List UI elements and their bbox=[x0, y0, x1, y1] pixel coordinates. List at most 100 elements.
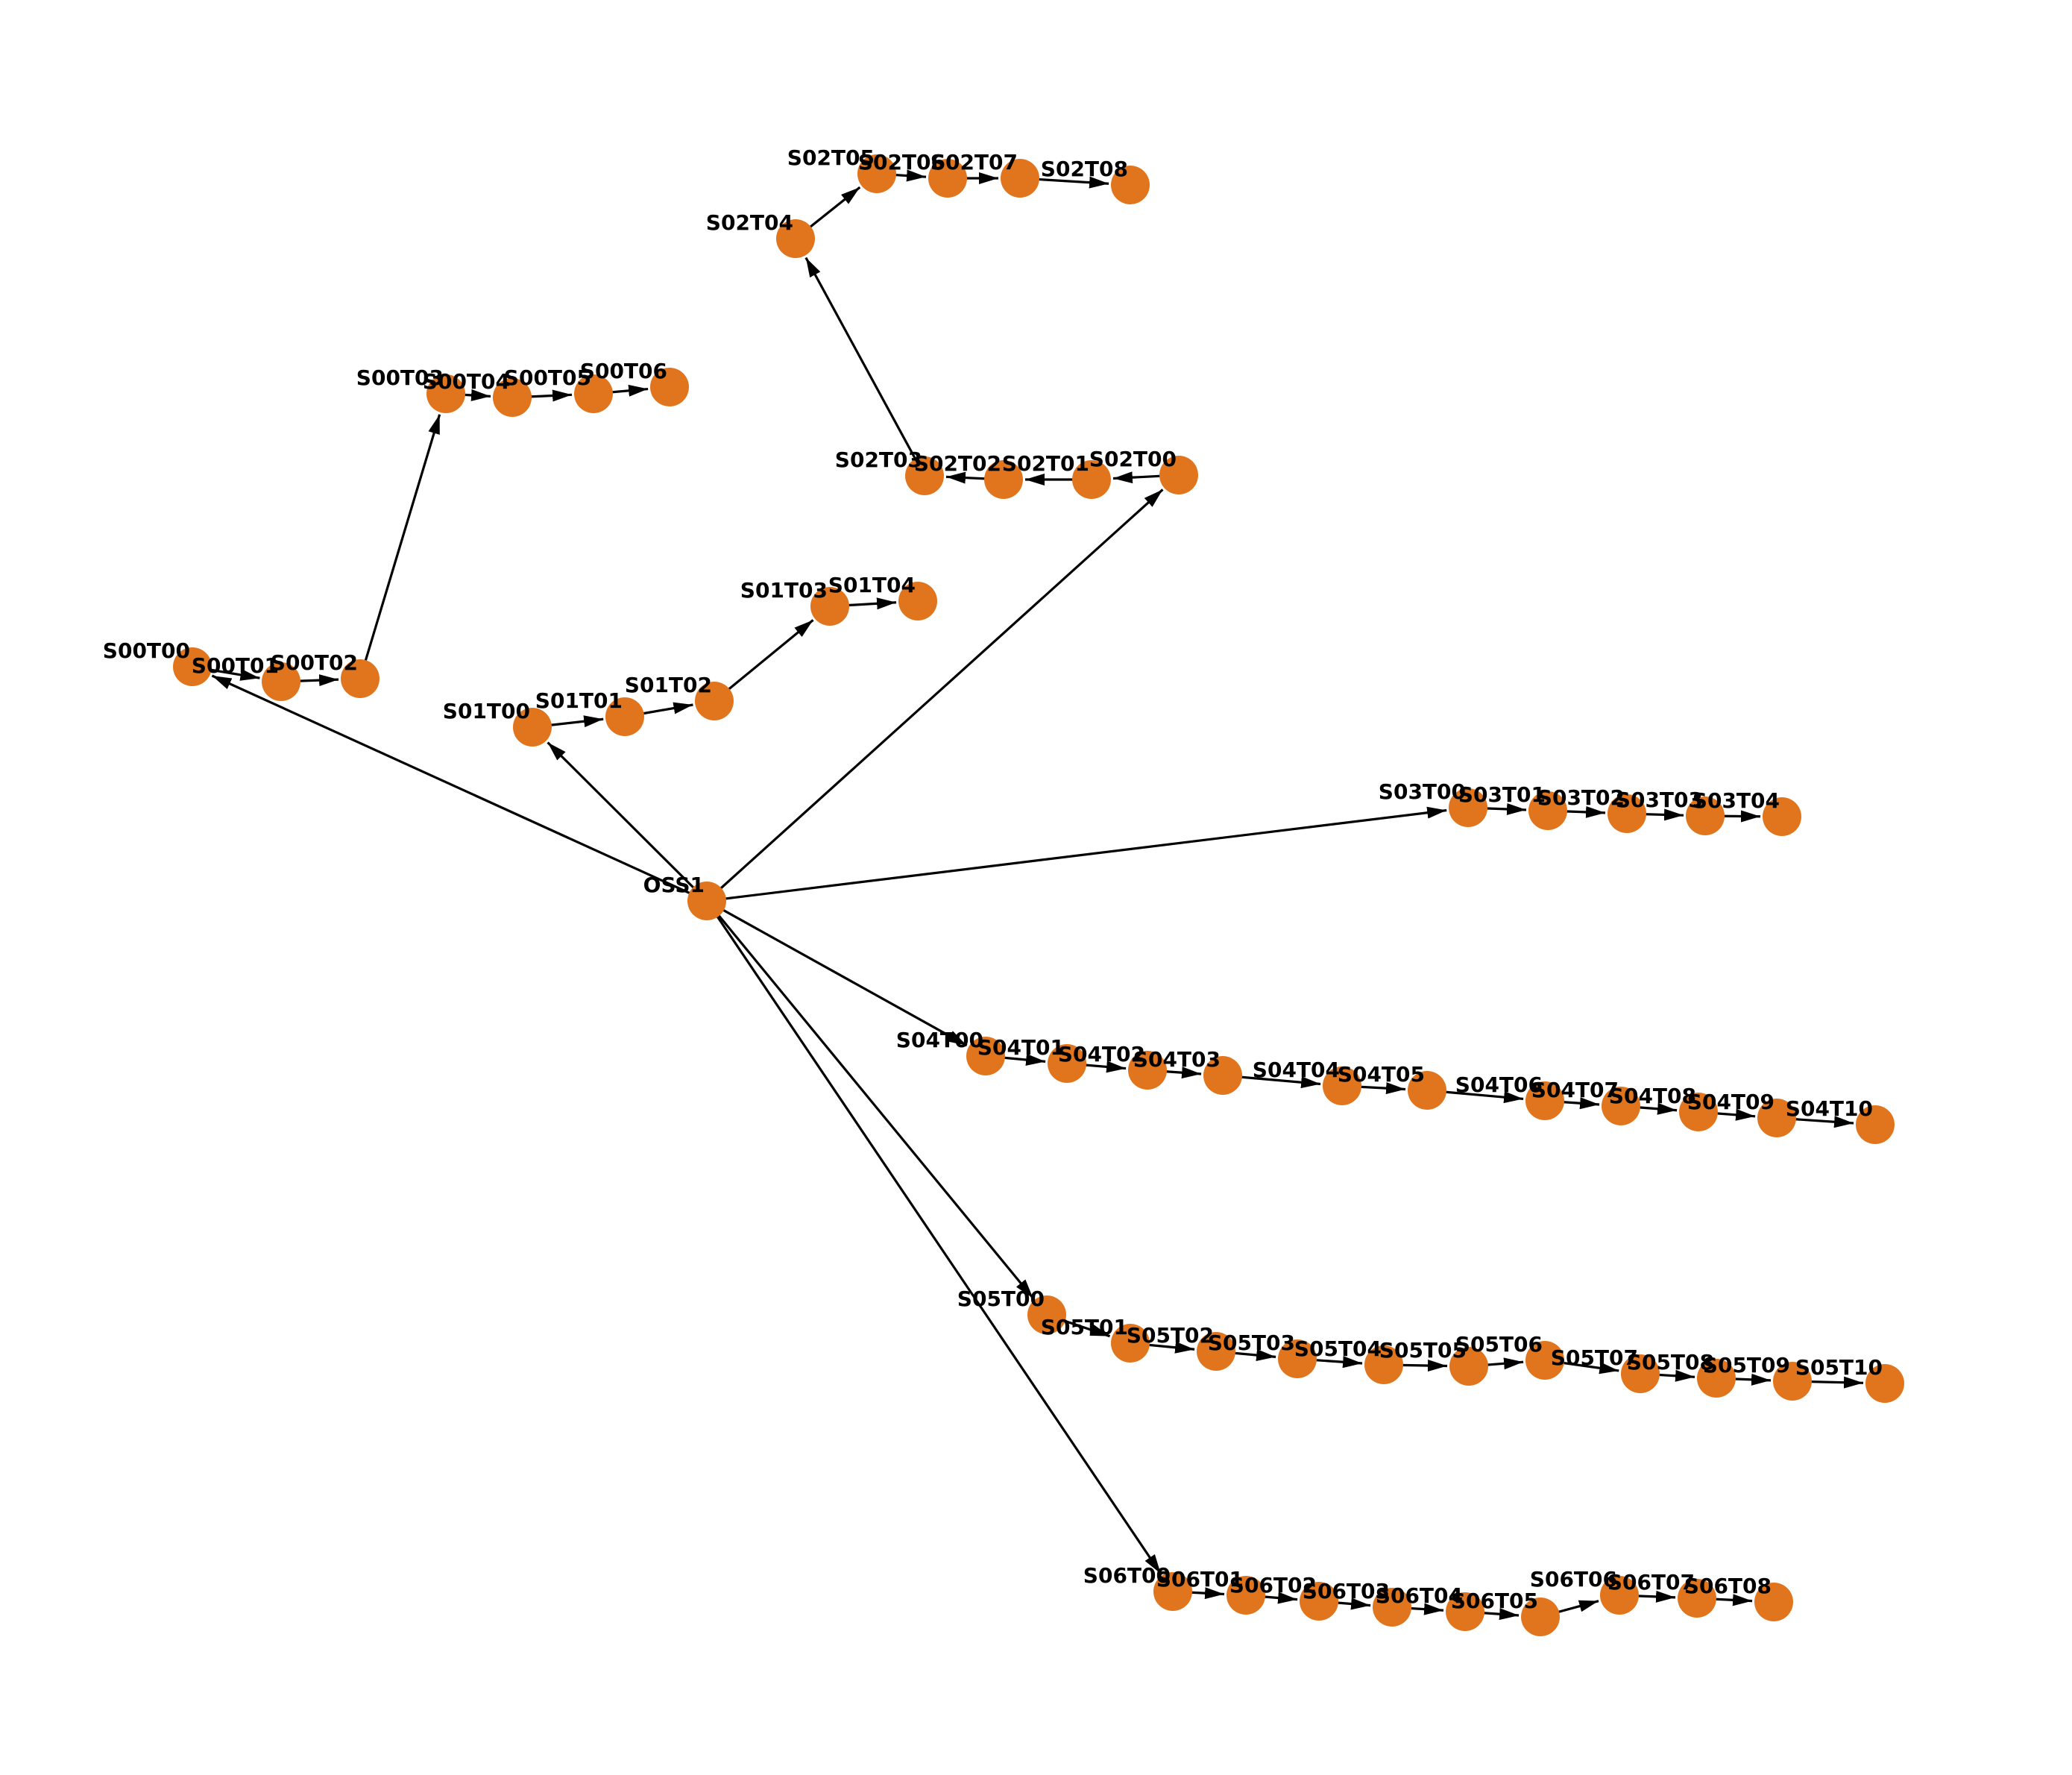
node-label-S05T01: S05T01 bbox=[1041, 1315, 1128, 1339]
node-S02T00 bbox=[1159, 456, 1198, 494]
node-label-S00T04: S00T04 bbox=[423, 369, 510, 394]
node-S03T02 bbox=[1607, 794, 1646, 833]
node-S02T07 bbox=[1001, 159, 1039, 198]
node-label-S05T06: S05T06 bbox=[1455, 1332, 1543, 1357]
node-label-S02T02: S02T02 bbox=[914, 451, 1001, 476]
node-label-S02T05: S02T05 bbox=[787, 145, 875, 170]
edge-OSS1-to-S06T00 bbox=[705, 900, 1162, 1574]
node-S06T02 bbox=[1300, 1582, 1338, 1621]
node-label-S00T06: S00T06 bbox=[580, 359, 667, 383]
node-S00T00 bbox=[173, 647, 212, 686]
node-S06T07 bbox=[1678, 1579, 1716, 1618]
node-S02T05 bbox=[857, 154, 896, 193]
node-label-S02T07: S02T07 bbox=[930, 150, 1018, 175]
node-label-S03T02: S03T02 bbox=[1537, 785, 1625, 810]
node-S05T04 bbox=[1364, 1345, 1403, 1384]
edge-OSS1-to-S01T00 bbox=[547, 741, 708, 902]
node-S04T08 bbox=[1679, 1093, 1718, 1131]
node-label-S03T03: S03T03 bbox=[1616, 788, 1703, 812]
node-label-S03T01: S03T01 bbox=[1458, 782, 1546, 807]
node-label-S02T08: S02T08 bbox=[1041, 157, 1128, 181]
node-S05T07 bbox=[1621, 1354, 1660, 1393]
node-S04T09 bbox=[1757, 1099, 1796, 1137]
node-S02T01 bbox=[1072, 460, 1111, 499]
node-S05T00 bbox=[1027, 1295, 1066, 1334]
node-label-S04T00: S04T00 bbox=[896, 1028, 983, 1052]
node-label-S04T04: S04T04 bbox=[1253, 1058, 1340, 1082]
node-S00T04 bbox=[493, 378, 532, 417]
node-label-S06T07: S06T07 bbox=[1607, 1570, 1695, 1595]
node-S05T03 bbox=[1278, 1339, 1317, 1378]
node-S02T04 bbox=[776, 219, 815, 258]
node-S00T06 bbox=[650, 368, 689, 406]
node-S02T02 bbox=[984, 460, 1023, 499]
node-label-S03T00: S03T00 bbox=[1379, 779, 1466, 804]
node-label-S05T02: S05T02 bbox=[1127, 1323, 1214, 1348]
node-S02T06 bbox=[928, 159, 967, 198]
edge-OSS1-to-S05T00 bbox=[705, 899, 1034, 1299]
node-label-S06T06: S06T06 bbox=[1530, 1567, 1617, 1592]
node-S06T06 bbox=[1600, 1576, 1639, 1615]
node-S00T05 bbox=[574, 374, 613, 413]
node-S00T01 bbox=[262, 662, 300, 701]
node-label-S05T00: S05T00 bbox=[957, 1287, 1045, 1311]
node-label-S01T00: S01T00 bbox=[443, 699, 530, 723]
node-S04T00 bbox=[966, 1037, 1005, 1075]
node-S05T01 bbox=[1111, 1324, 1150, 1363]
node-label-S04T05: S04T05 bbox=[1338, 1062, 1425, 1087]
node-label-S06T00: S06T00 bbox=[1083, 1563, 1171, 1588]
node-S06T05 bbox=[1521, 1598, 1560, 1636]
node-label-S02T00: S02T00 bbox=[1089, 447, 1177, 471]
node-S00T02 bbox=[341, 659, 380, 698]
node-S04T04 bbox=[1323, 1066, 1361, 1105]
edge-S01T02-to-S01T03 bbox=[713, 619, 814, 703]
node-label-S05T07: S05T07 bbox=[1551, 1345, 1638, 1370]
node-label-S04T01: S04T01 bbox=[977, 1035, 1065, 1060]
node-label-S05T03: S05T03 bbox=[1208, 1331, 1295, 1355]
edge-OSS1-to-S04T00 bbox=[706, 899, 968, 1047]
edge-OSS1-to-S03T00 bbox=[706, 806, 1447, 902]
node-label-S00T00: S00T00 bbox=[103, 638, 190, 663]
node-S06T03 bbox=[1373, 1588, 1411, 1627]
node-label-S02T01: S02T01 bbox=[1002, 451, 1089, 476]
node-label-S02T06: S02T06 bbox=[858, 150, 945, 175]
node-label-S04T10: S04T10 bbox=[1786, 1096, 1873, 1121]
node-label-S06T08: S06T08 bbox=[1684, 1574, 1772, 1598]
node-label-S00T05: S00T05 bbox=[504, 365, 591, 390]
node-OSS1 bbox=[687, 882, 726, 920]
node-S02T03 bbox=[905, 456, 944, 495]
node-label-S00T02: S00T02 bbox=[271, 650, 358, 675]
node-label-S05T04: S05T04 bbox=[1294, 1336, 1382, 1361]
node-S04T05 bbox=[1408, 1071, 1446, 1110]
edge-S00T02-to-S00T03 bbox=[359, 414, 441, 679]
node-label-S04T02: S04T02 bbox=[1058, 1042, 1145, 1066]
node-label-S01T04: S01T04 bbox=[828, 573, 916, 597]
node-S05T06 bbox=[1525, 1341, 1564, 1380]
node-S03T04 bbox=[1763, 797, 1801, 836]
node-label-S02T04: S02T04 bbox=[706, 210, 793, 235]
node-label-S04T06: S04T06 bbox=[1455, 1072, 1543, 1097]
node-S03T00 bbox=[1449, 788, 1487, 827]
node-label-S01T02: S01T02 bbox=[625, 673, 712, 697]
node-label-S01T01: S01T01 bbox=[535, 688, 623, 713]
node-label-S05T10: S05T10 bbox=[1795, 1355, 1883, 1380]
node-label-S00T01: S00T01 bbox=[192, 653, 279, 678]
node-label-S00T03: S00T03 bbox=[356, 365, 444, 390]
node-label-S06T02: S06T02 bbox=[1229, 1573, 1317, 1598]
node-S06T04 bbox=[1446, 1592, 1484, 1631]
node-S05T10 bbox=[1865, 1364, 1904, 1403]
node-S05T09 bbox=[1773, 1362, 1812, 1401]
node-S01T02 bbox=[695, 682, 734, 720]
node-label-OSS1: OSS1 bbox=[643, 873, 705, 897]
node-S04T02 bbox=[1128, 1051, 1167, 1090]
node-S04T10 bbox=[1856, 1105, 1895, 1144]
node-S04T07 bbox=[1602, 1087, 1640, 1125]
node-S02T08 bbox=[1111, 166, 1150, 204]
node-S06T08 bbox=[1754, 1583, 1793, 1621]
node-label-S04T07: S04T07 bbox=[1531, 1078, 1619, 1102]
node-S04T01 bbox=[1048, 1044, 1086, 1083]
node-S04T06 bbox=[1525, 1081, 1564, 1120]
